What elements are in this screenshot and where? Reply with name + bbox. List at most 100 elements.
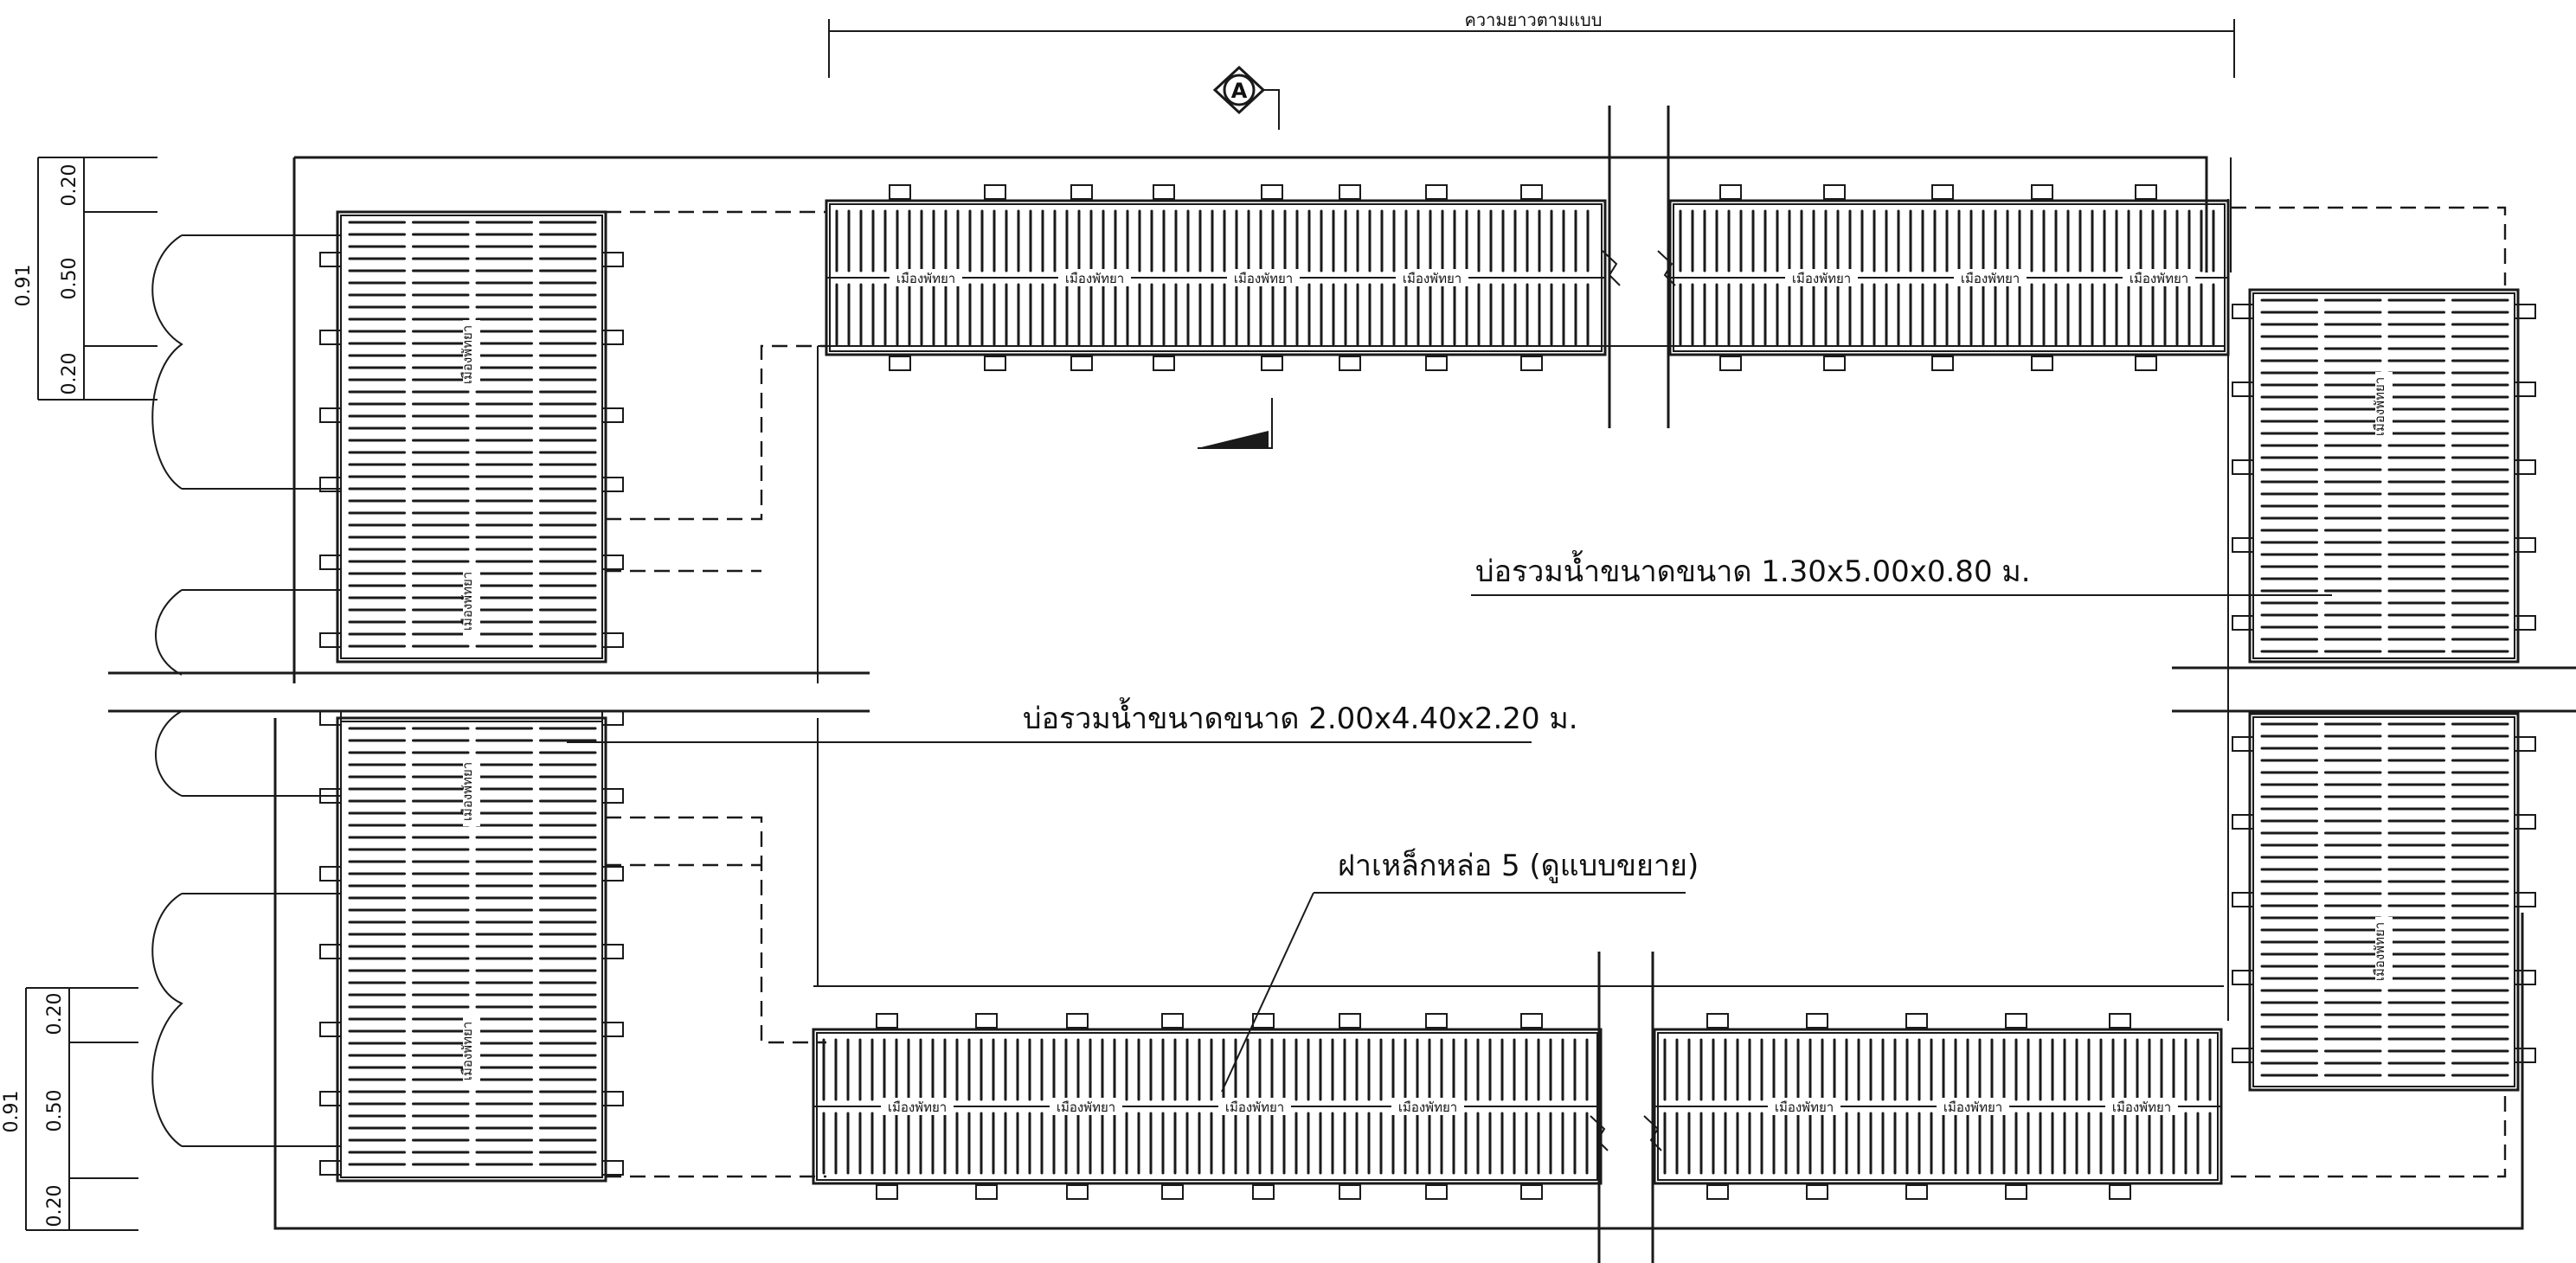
grate-stamp-text: เมืองพัทยา [2372, 377, 2387, 436]
bolt-lug [2005, 1184, 2027, 1200]
section-marker-letter: A [1231, 79, 1248, 103]
grate-stamp-text: เมืองพัทยา [459, 325, 475, 384]
bolt-lug [2514, 459, 2536, 475]
bolt-lug [1706, 1184, 1729, 1200]
grate-stamp-text: เมืองพัทยา [2130, 271, 2188, 286]
bolt-lug [2031, 356, 2053, 371]
bolt-lug [2514, 736, 2536, 752]
bolt-lug [601, 330, 624, 345]
bolt-lug [2232, 381, 2254, 397]
bolt-lug [1070, 356, 1093, 371]
bolt-lug [601, 1091, 624, 1106]
bolt-lug [2514, 892, 2536, 907]
cast-iron-grates: เมืองพัทยาเมืองพัทยาเมืองพัทยาเมืองพัทยา… [319, 184, 2536, 1200]
bolt-lug [2109, 1184, 2131, 1200]
grate-stamp-text: เมืองพัทยา [1775, 1100, 1834, 1115]
dim-lower-bottom: 0.20 [44, 1185, 66, 1228]
bolt-lug [2514, 381, 2536, 397]
bolt-lug [601, 944, 624, 959]
grate-stamp-text: เมืองพัทยา [1961, 271, 2020, 286]
bolt-lug [1425, 356, 1448, 371]
bolt-lug [601, 252, 624, 267]
hidden-channel-lines [606, 206, 2507, 1178]
bolt-lug [889, 356, 911, 371]
break-lines [108, 106, 2576, 1263]
dim-upper-top: 0.20 [59, 164, 80, 207]
bolt-lug [2232, 459, 2254, 475]
bolt-lug [601, 710, 624, 726]
bolt-lug [1905, 1013, 1928, 1029]
bolt-lug [1153, 356, 1175, 371]
grate-bottom-right: เมืองพัทยาเมืองพัทยาเมืองพัทยา [1653, 1028, 2223, 1185]
bolt-lug [1719, 184, 1742, 200]
bolt-lug [1339, 356, 1361, 371]
callouts: บ่อรวมน้ำขนาดขนาด 1.30x5.00x0.80 ม. บ่อร… [567, 550, 2332, 1093]
pit-small-label: บ่อรวมน้ำขนาดขนาด 1.30x5.00x0.80 ม. [1475, 550, 2031, 589]
bolt-lug [2232, 615, 2254, 631]
dim-lower-middle: 0.50 [44, 1090, 66, 1132]
dim-lower-top: 0.20 [44, 993, 66, 1035]
bolt-lug [319, 1160, 342, 1176]
bolt-lug [2109, 1013, 2131, 1029]
top-dimension: ความยาวตามแบบ [828, 10, 2235, 78]
bolt-lug [1823, 356, 1846, 371]
bolt-lug [1931, 184, 1954, 200]
bolt-lug [2232, 304, 2254, 319]
section-cut-arrow [1198, 431, 1269, 448]
bolt-lug [1339, 1184, 1361, 1200]
bolt-lug [601, 632, 624, 648]
grate-stamp-text: เมืองพัทยา [459, 762, 475, 821]
grate-stamp-text: เมืองพัทยา [2112, 1100, 2171, 1115]
bolt-lug [601, 1160, 624, 1176]
grate-stamp-text: เมืองพัทยา [459, 1022, 475, 1080]
bolt-lug [1339, 184, 1361, 200]
grate-top-right: เมืองพัทยาเมืองพัทยาเมืองพัทยา [1668, 199, 2230, 356]
side-pipes [151, 234, 342, 1147]
bolt-lug [319, 407, 342, 423]
bolt-lug [1161, 1184, 1184, 1200]
bolt-lug [2514, 1048, 2536, 1063]
bolt-lug [601, 555, 624, 570]
bolt-lug [1520, 1013, 1543, 1029]
grate-stamp-text: เมืองพัทยา [1403, 271, 1461, 286]
bolt-lug [2135, 184, 2157, 200]
bolt-lug [975, 1013, 998, 1029]
bolt-lug [2232, 970, 2254, 985]
bolt-lug [1905, 1184, 1928, 1200]
dimension-stack-upper: 0.91 0.20 0.50 0.20 [13, 157, 157, 401]
bolt-lug [601, 407, 624, 423]
bolt-lug [2031, 184, 2053, 200]
bolt-lug [1520, 184, 1543, 200]
bolt-lug [1806, 1013, 1828, 1029]
bolt-lug [1425, 1184, 1448, 1200]
bolt-lug [601, 788, 624, 804]
bolt-lug [2514, 615, 2536, 631]
bolt-lug [319, 788, 342, 804]
grate-stamp-text: เมืองพัทยา [1057, 1100, 1115, 1115]
bolt-lug [984, 184, 1006, 200]
bolt-lug [984, 356, 1006, 371]
bolt-lug [601, 477, 624, 492]
grate-stamp-text: เมืองพัทยา [888, 1100, 947, 1115]
top-dimension-label: ความยาวตามแบบ [1465, 10, 1603, 30]
bolt-lug [876, 1184, 898, 1200]
bolt-lug [319, 477, 342, 492]
pit-outline [273, 156, 2524, 1230]
bolt-lug [601, 1022, 624, 1037]
bolt-lug [1719, 356, 1742, 371]
bolt-lug [1161, 1013, 1184, 1029]
bolt-lug [319, 710, 342, 726]
bolt-lug [1520, 1184, 1543, 1200]
bolt-lug [1066, 1013, 1089, 1029]
bolt-lug [1261, 184, 1283, 200]
bolt-lug [1931, 356, 1954, 371]
section-marker: A [1198, 65, 1280, 449]
bolt-lug [876, 1013, 898, 1029]
bolt-lug [2232, 736, 2254, 752]
grate-top-left: เมืองพัทยาเมืองพัทยาเมืองพัทยาเมืองพัทยา [825, 199, 1607, 356]
grate-stamp-text: เมืองพัทยา [1398, 1100, 1457, 1115]
bolt-lug [889, 184, 911, 200]
bolt-lug [2135, 356, 2157, 371]
bolt-lug [319, 330, 342, 345]
